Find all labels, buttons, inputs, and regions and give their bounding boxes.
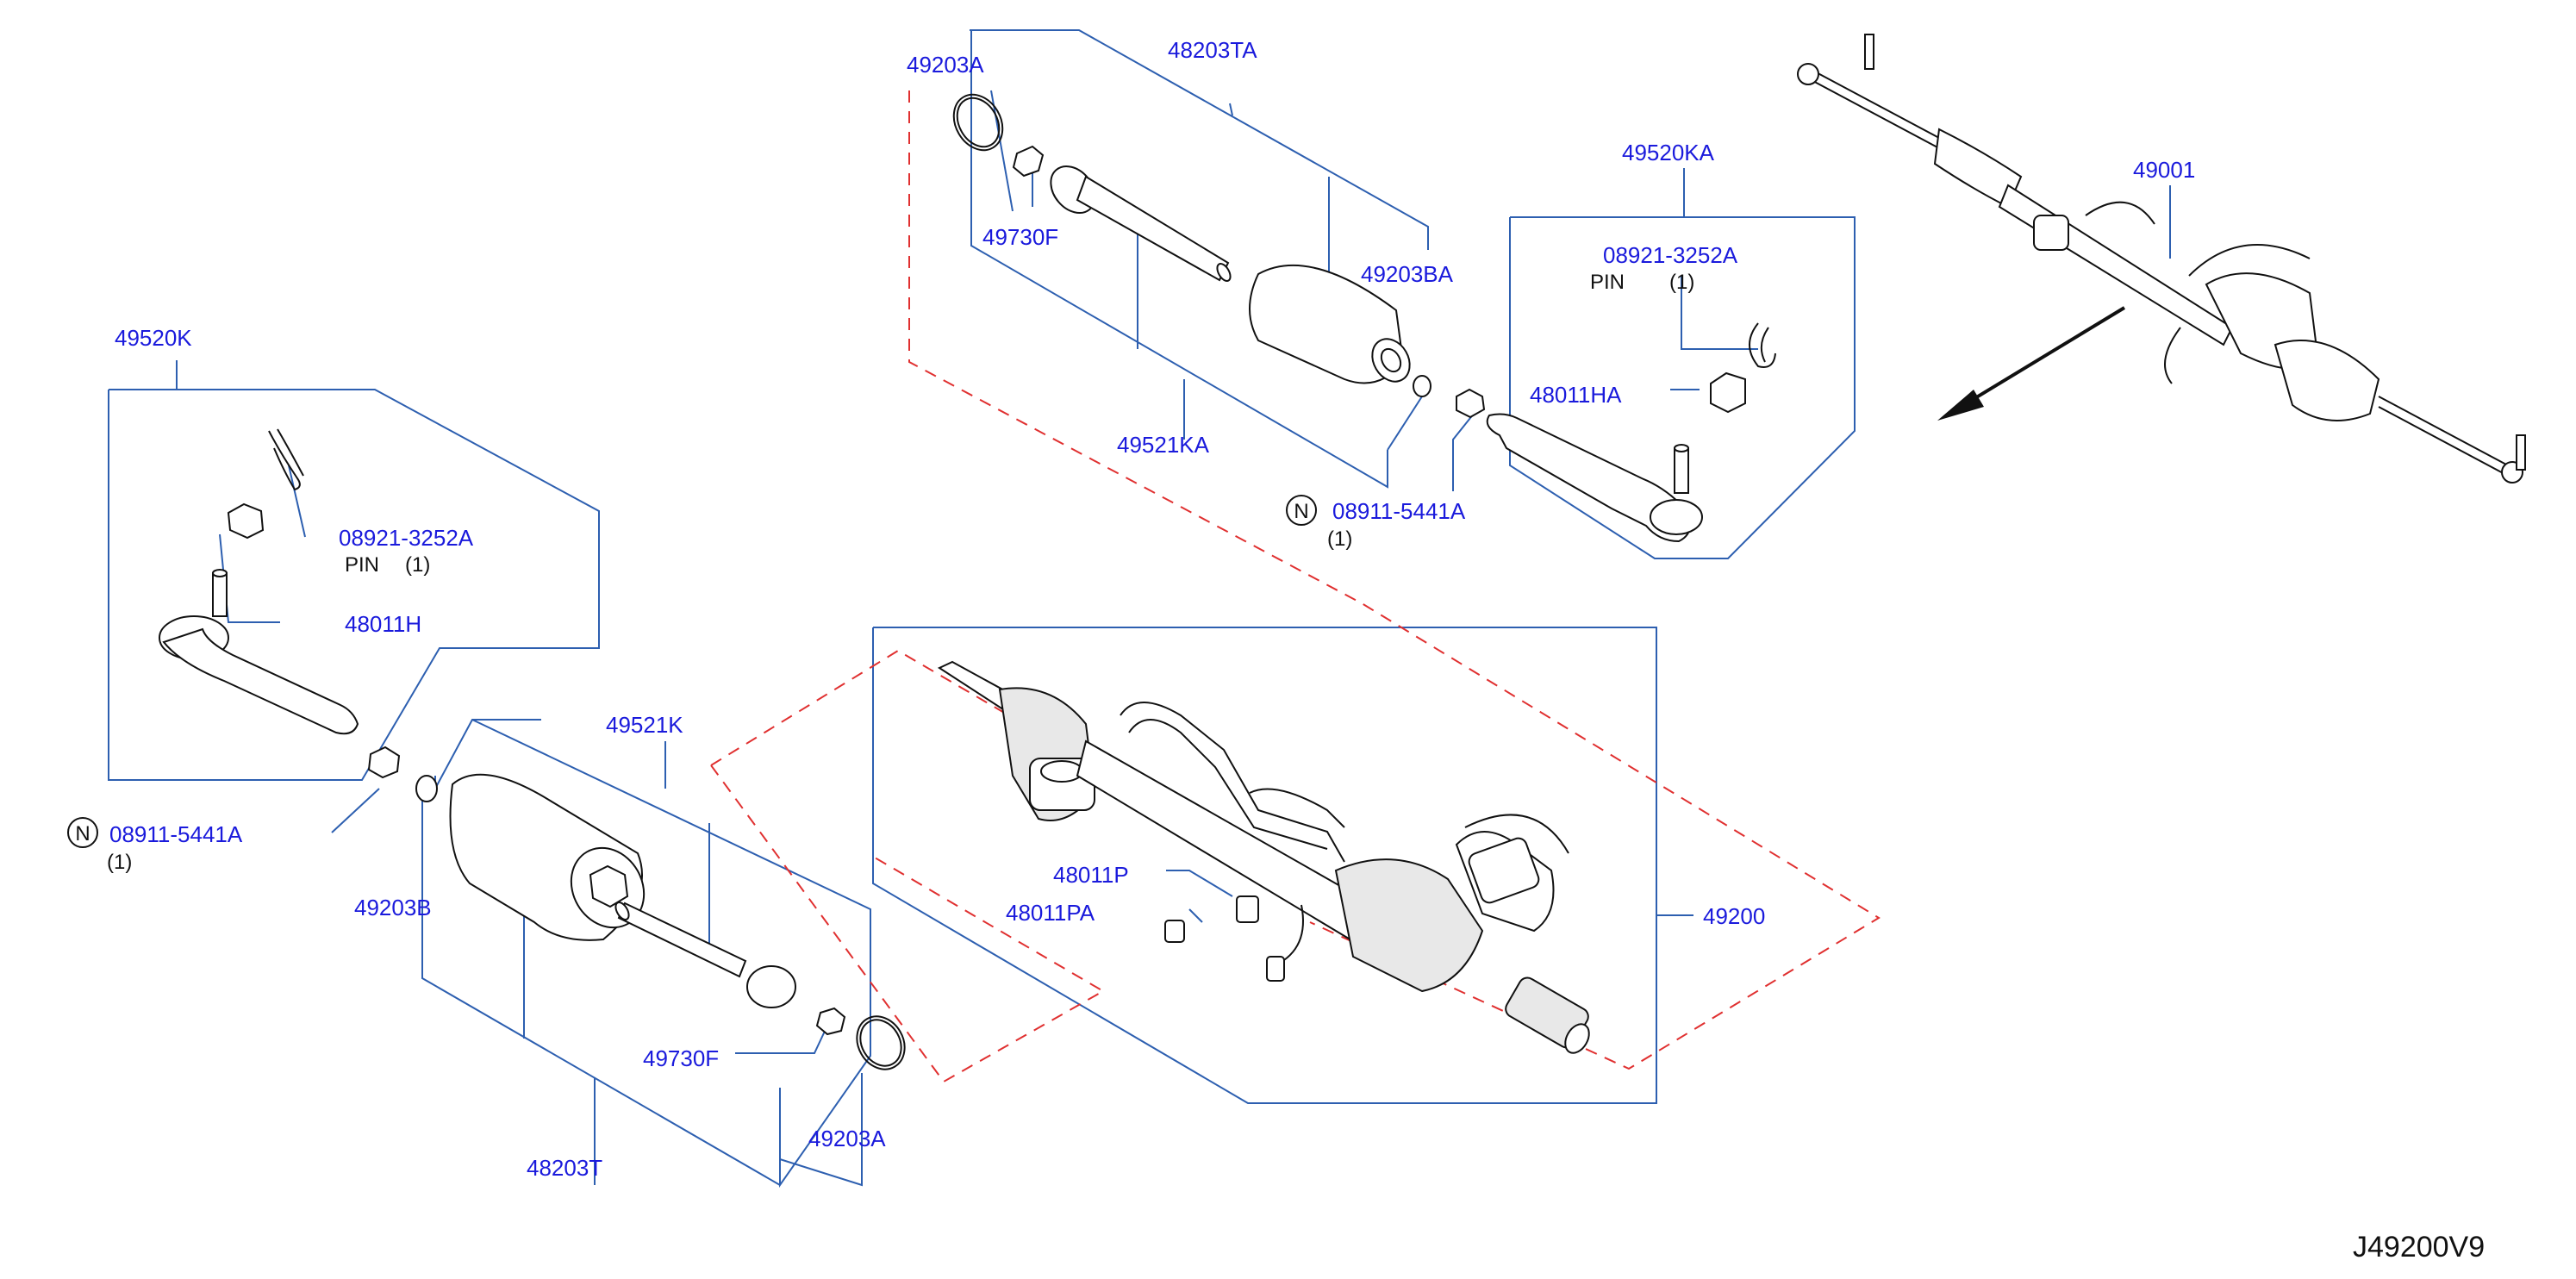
lock-nut-bottom (815, 1007, 846, 1036)
new-part-circle-icon: N N (67, 495, 1317, 848)
callout-49203B: 49203B (354, 895, 432, 920)
callout-pin-left: PIN (345, 553, 379, 577)
inner-tie-rod-top (952, 93, 1486, 419)
callout-49730F-top: 49730F (982, 224, 1058, 250)
callout-08911-right-qty: (1) (1327, 527, 1352, 551)
diagram-id: J49200V9 (2353, 1231, 2485, 1263)
boot-clamp-bottom (856, 1015, 906, 1070)
callout-pin-left-qty: (1) (405, 553, 430, 577)
callout-pin-right: PIN (1590, 271, 1625, 294)
callout-49203A-top: 49203A (907, 52, 984, 78)
callout-49730F-bottom: 49730F (643, 1045, 719, 1071)
inner-socket-top (1050, 165, 1232, 282)
callout-48203T: 48203T (527, 1155, 602, 1181)
callout-49203BA: 49203BA (1361, 261, 1454, 287)
callout-49203A-bottom: 49203A (808, 1126, 886, 1151)
callout-48011PA: 48011PA (1006, 900, 1095, 926)
cotter-pin-left (268, 430, 301, 491)
castle-nut-right (1710, 371, 1746, 414)
callout-48011H: 48011H (345, 611, 421, 637)
callout-48011HA: 48011HA (1530, 382, 1622, 408)
callout-08921-right: 08921-3252A (1603, 242, 1738, 268)
clip-48011P (1236, 895, 1259, 923)
callout-49521K: 49521K (606, 712, 683, 738)
outer-tie-rod-end-right (1486, 322, 1776, 543)
leader-lines (108, 29, 2171, 1189)
tie-rod-end-right (1486, 413, 1703, 543)
inner-tie-rod-bottom (415, 773, 906, 1070)
castle-nut-left (227, 502, 265, 540)
callout-labels: 49203A 48203TA 49730F 49203BA 49521KA 49… (107, 37, 2195, 1181)
clip-48011PA (1164, 920, 1185, 943)
small-clamp-top (1413, 375, 1431, 397)
hex-nut-top (1456, 388, 1486, 419)
direction-arrow-icon (1937, 306, 2126, 421)
callout-49001: 49001 (2133, 157, 2195, 183)
callout-49200: 49200 (1703, 903, 1765, 929)
outer-tie-rod-end-left (159, 428, 401, 779)
tie-rod-end-left (159, 569, 359, 735)
callout-48203TA: 48203TA (1168, 37, 1257, 63)
steering-gear-assembly (937, 660, 1590, 1054)
callout-49521KA: 49521KA (1117, 432, 1210, 458)
callout-08911-left: 08911-5441A (109, 821, 243, 847)
complete-rack-assembly-small (1797, 34, 2526, 484)
callout-49520K: 49520K (115, 325, 192, 351)
steering-boot-top (1249, 264, 1411, 384)
small-clamp-bottom (415, 775, 438, 802)
callout-48011P: 48011P (1053, 862, 1129, 888)
lock-nut-top (1012, 145, 1045, 178)
svg-text:N: N (1294, 500, 1308, 523)
callout-08921-left: 08921-3252A (339, 525, 474, 551)
inner-socket-bottom (614, 902, 796, 1008)
callout-08911-right: 08911-5441A (1332, 498, 1466, 524)
dashed-outlines (710, 90, 1881, 1083)
cotter-pin-right (1749, 322, 1776, 368)
callout-08911-left-qty: (1) (107, 851, 132, 874)
boot-clamp-top (952, 93, 1004, 152)
hex-nut-left (367, 746, 401, 779)
callout-pin-right-qty: (1) (1669, 271, 1694, 294)
svg-text:N: N (75, 822, 90, 845)
callout-49520KA: 49520KA (1622, 140, 1715, 165)
